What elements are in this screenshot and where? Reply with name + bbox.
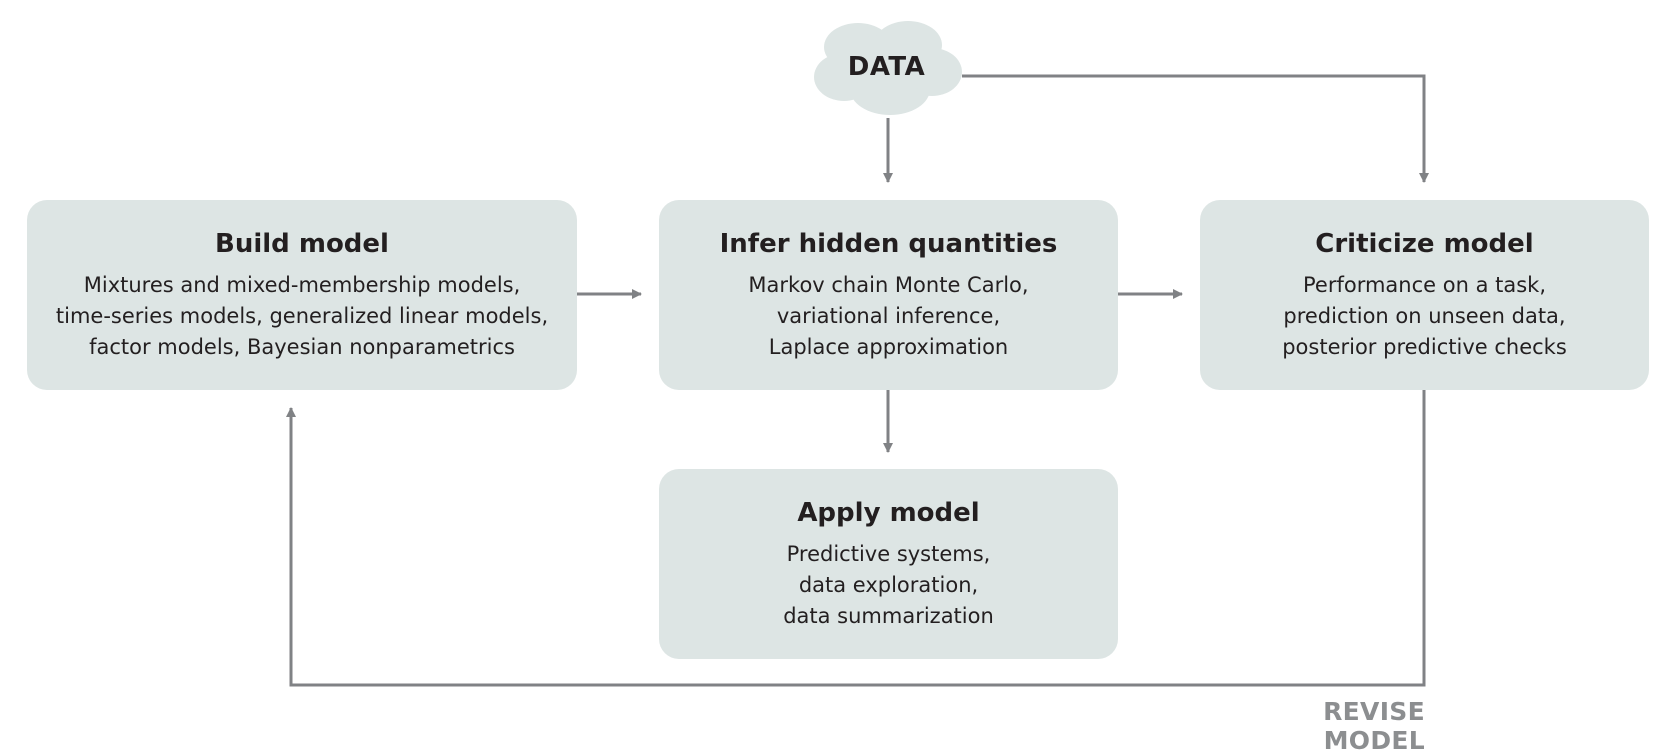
apply-title: Apply model xyxy=(797,497,980,528)
data-cloud: DATA xyxy=(810,17,963,117)
criticize-line: prediction on unseen data, xyxy=(1283,303,1566,328)
infer-line: Markov chain Monte Carlo, xyxy=(748,272,1029,297)
infer-line: variational inference, xyxy=(776,303,1001,328)
build-model-box: Build model Mixtures and mixed-membershi… xyxy=(27,200,577,390)
build-model-title: Build model xyxy=(215,228,389,259)
cloud-shape xyxy=(814,21,962,115)
apply-model-box: Apply model Predictive systems, data exp… xyxy=(659,469,1118,659)
infer-hidden-quantities-box: Infer hidden quantities Markov chain Mon… xyxy=(659,200,1118,390)
infer-title: Infer hidden quantities xyxy=(719,228,1058,259)
apply-line: data exploration, xyxy=(798,572,979,597)
criticize-line: posterior predictive checks xyxy=(1282,334,1567,359)
build-model-line: time-series models, generalized linear m… xyxy=(55,303,549,328)
criticize-title: Criticize model xyxy=(1315,228,1534,259)
apply-line: data summarization xyxy=(783,603,994,628)
revise-model-label: REVISE MODEL xyxy=(1323,697,1425,755)
build-model-line: Mixtures and mixed-membership models, xyxy=(83,272,521,297)
arrow-revise-loop xyxy=(286,390,1426,687)
arrow-data-to-criticize xyxy=(962,74,1429,183)
infer-line: Laplace approximation xyxy=(768,334,1009,359)
criticize-model-box: Criticize model Performance on a task, p… xyxy=(1200,200,1649,390)
data-label: DATA xyxy=(847,52,926,82)
criticize-line: Performance on a task, xyxy=(1302,272,1546,297)
apply-line: Predictive systems, xyxy=(786,541,991,566)
build-model-line: factor models, Bayesian nonparametrics xyxy=(89,334,515,359)
